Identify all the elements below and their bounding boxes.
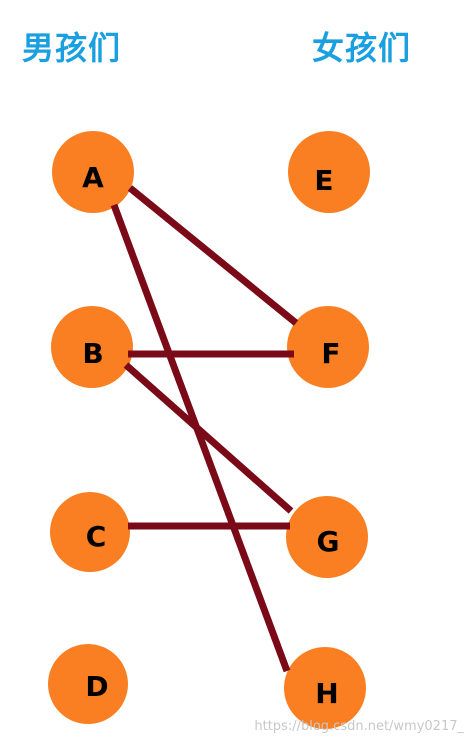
node-f: F bbox=[287, 306, 369, 388]
node-d: D bbox=[48, 644, 128, 724]
node-label-d: D bbox=[85, 670, 108, 703]
node-label-h: H bbox=[315, 677, 338, 710]
node-g: G bbox=[286, 496, 368, 578]
edge-b-g bbox=[123, 362, 294, 514]
edge-a-f bbox=[127, 185, 299, 326]
boys-group-title: 男孩们 bbox=[22, 29, 122, 67]
node-circle-a bbox=[52, 131, 134, 213]
edges-layer bbox=[110, 185, 299, 673]
node-a: A bbox=[52, 131, 134, 213]
node-h: H bbox=[284, 647, 366, 729]
node-label-e: E bbox=[314, 164, 333, 197]
watermark-text: https://blog.csdn.net/wmy0217_ bbox=[254, 719, 464, 734]
girls-group-title: 女孩们 bbox=[312, 29, 412, 67]
node-circle-d bbox=[48, 644, 128, 724]
edge-a-h bbox=[110, 203, 291, 673]
node-label-c: C bbox=[86, 520, 107, 553]
node-circle-f bbox=[287, 306, 369, 388]
nodes-layer: A B C D E F G H bbox=[48, 131, 370, 729]
node-b: B bbox=[51, 306, 133, 388]
node-c: C bbox=[50, 492, 130, 572]
node-circle-e bbox=[288, 131, 370, 213]
node-label-f: F bbox=[321, 337, 340, 370]
node-circle-c bbox=[50, 492, 130, 572]
node-label-a: A bbox=[82, 161, 104, 194]
node-label-b: B bbox=[82, 337, 103, 370]
node-e: E bbox=[288, 131, 370, 213]
node-label-g: G bbox=[317, 525, 340, 558]
node-circle-g bbox=[286, 496, 368, 578]
node-circle-h bbox=[284, 647, 366, 729]
node-circle-b bbox=[51, 306, 133, 388]
